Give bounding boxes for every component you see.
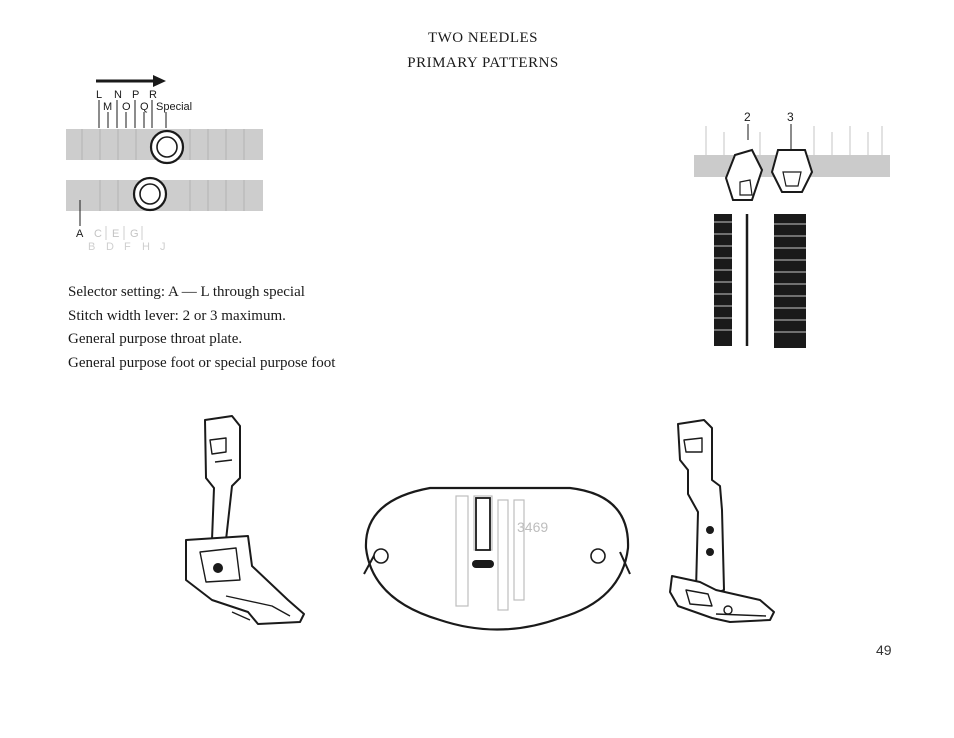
- stitch-sample-wide: [774, 214, 806, 348]
- selector-letter-g: G: [130, 228, 139, 240]
- selector-knob-lower-icon: [132, 176, 168, 212]
- throat-plate-text: General purpose throat plate.: [68, 331, 243, 347]
- direction-arrow-icon: [96, 75, 166, 87]
- selector-special-label: Special: [156, 101, 192, 113]
- settings-list: Selector setting: A — L through special …: [68, 281, 335, 375]
- throat-plate-icon: 3469: [363, 486, 631, 631]
- selector-letter-r: R: [149, 89, 157, 101]
- selector-letter-f: F: [124, 241, 131, 253]
- selector-letter-m: M: [103, 101, 112, 113]
- selector-letter-o: O: [122, 101, 131, 113]
- selector-letter-n: N: [114, 89, 122, 101]
- selector-letter-b: B: [88, 241, 95, 253]
- selector-letter-j: J: [160, 241, 166, 253]
- stitch-width-label-3: 3: [787, 110, 794, 124]
- selector-letter-a: A: [76, 228, 84, 240]
- page-title: TWO NEEDLES: [427, 30, 539, 46]
- selector-letter-c: C: [94, 228, 102, 240]
- page-number: 49: [876, 642, 892, 658]
- selector-letter-d: D: [106, 241, 114, 253]
- selector-letter-p: P: [132, 89, 139, 101]
- stitch-width-text: Stitch width lever: 2 or 3 maximum.: [68, 307, 286, 324]
- selector-letter-l: L: [96, 89, 102, 101]
- throat-plate-part-number: 3469: [517, 519, 548, 535]
- selector-knob-upper-icon: [149, 129, 185, 165]
- general-purpose-foot-icon: [185, 415, 305, 625]
- selector-setting-text: Selector setting: A — L through special: [68, 284, 305, 300]
- special-purpose-foot-icon: [669, 419, 775, 623]
- presser-foot-text: General purpose foot or special purpose …: [68, 354, 336, 371]
- selector-letter-e: E: [112, 228, 119, 240]
- stitch-width-label-2: 2: [744, 110, 751, 124]
- lever-position-2-icon: [724, 148, 764, 201]
- selector-letter-q: Q: [140, 101, 149, 113]
- selector-letter-h: H: [142, 241, 150, 253]
- stitch-sample-narrow: [714, 214, 749, 346]
- lever-position-3-icon: [770, 149, 814, 193]
- page-subtitle: PRIMARY PATTERNS: [407, 55, 559, 71]
